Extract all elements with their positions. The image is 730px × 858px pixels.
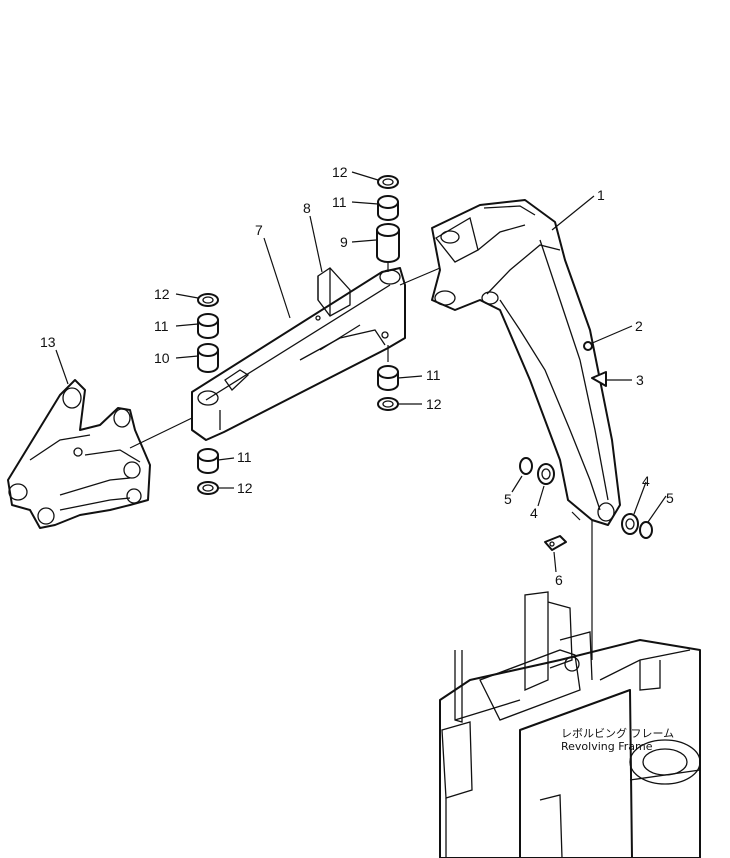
callout-2: 2 (635, 318, 643, 334)
callout-7: 7 (255, 222, 263, 238)
pin-part-6 (544, 535, 567, 551)
callout-10: 10 (154, 350, 170, 366)
seal-part-12-left (197, 293, 219, 307)
callout-1: 1 (597, 187, 605, 203)
bushing-part-10 (197, 343, 219, 373)
seal-part-12-right (377, 397, 399, 411)
callout-4-left: 4 (530, 505, 538, 521)
callout-5-left: 5 (504, 491, 512, 507)
bushing-part-11-top (377, 195, 399, 221)
callout-5-right: 5 (666, 490, 674, 506)
leader-lines (55, 171, 667, 573)
bushing-part-4-left (537, 463, 555, 485)
seal-part-12-top (377, 175, 399, 189)
callout-8: 8 (303, 200, 311, 216)
seal-part-12-bottom (197, 481, 219, 495)
callout-11-bottom: 11 (237, 449, 252, 465)
stopper-part-3 (591, 371, 607, 387)
bushing-part-11-bottom (197, 448, 219, 474)
assembly-line-boom (399, 267, 441, 286)
callout-12-left: 12 (154, 286, 170, 302)
bushing-part-11-left (197, 313, 219, 339)
callout-4-right: 4 (642, 473, 650, 489)
callout-12-bottom: 12 (237, 480, 253, 496)
assembly-line-13 (129, 417, 193, 449)
callout-3: 3 (636, 372, 644, 388)
callout-13: 13 (40, 334, 56, 350)
callout-11-top: 11 (332, 194, 347, 210)
bracket-part-8 (317, 267, 351, 317)
frame-label-jp: レボルビング フレーム (561, 726, 674, 740)
revolving-frame (439, 591, 701, 858)
bracket-part-13 (7, 379, 151, 529)
seal-part-5-left (519, 457, 533, 475)
bushing-part-9 (376, 223, 400, 263)
frame-label-en: Revolving Frame (561, 740, 653, 753)
bushing-part-4-right (621, 513, 639, 535)
callout-12-top: 12 (332, 164, 348, 180)
callout-11-right: 11 (426, 367, 441, 383)
callout-12-right: 12 (426, 396, 442, 412)
bushing-part-11-right (377, 365, 399, 391)
callout-11-left: 11 (154, 318, 169, 334)
callout-6: 6 (555, 572, 563, 588)
assembly-line-6 (571, 511, 581, 521)
arm-part-7 (191, 267, 406, 441)
seal-part-5-right (639, 521, 653, 539)
boom-part-1 (431, 199, 621, 526)
callout-9: 9 (340, 234, 348, 250)
